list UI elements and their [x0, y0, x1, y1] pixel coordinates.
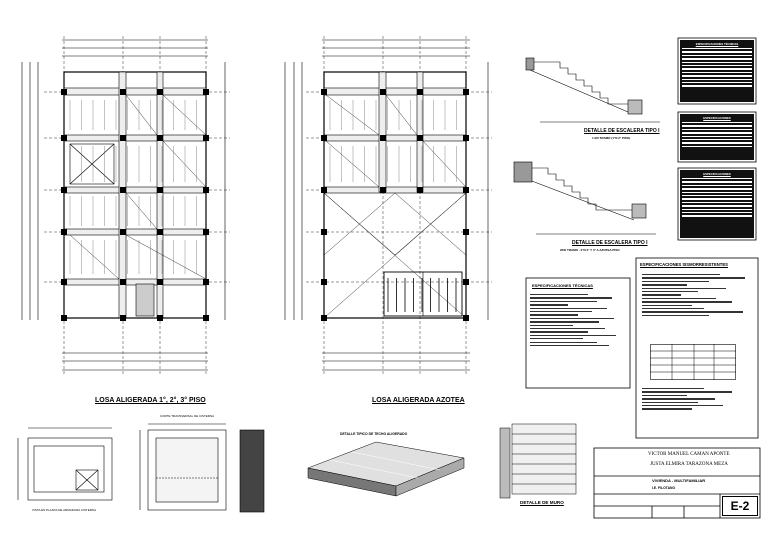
column — [120, 229, 126, 235]
column — [463, 89, 469, 95]
column — [380, 135, 386, 141]
cistern-section-label: CORTE TRANSVERSAL DE CISTERNA — [160, 414, 215, 418]
stair-detail-2-title: DETALLE DE ESCALERA TIPO I — [572, 240, 648, 246]
wall-detail — [499, 423, 577, 499]
column — [203, 187, 209, 193]
slab-floors-title: LOSA ALIGERADA 1°, 2°, 3° PISO — [95, 397, 206, 404]
column — [417, 89, 423, 95]
slab-plan-floors — [21, 36, 230, 374]
column — [321, 187, 327, 193]
spec-frames — [525, 37, 759, 439]
spec-right-lines — [642, 272, 754, 318]
spec-left-title: ESPECIFICACIONES TÉCNICAS — [532, 283, 593, 288]
column — [203, 135, 209, 141]
columns-group — [61, 89, 469, 321]
author-1: VICTOR MANUEL CAMAN APONTE — [648, 452, 730, 457]
column — [463, 279, 469, 285]
cistern-plan-label: VISTA EN PLANTA DE ARMADURA CISTERNA — [32, 508, 97, 512]
owner-name: I.E. FILOTANO — [652, 486, 676, 490]
column — [157, 229, 163, 235]
stair-details — [513, 57, 660, 235]
column — [120, 315, 126, 321]
column — [321, 89, 327, 95]
author-2: JUSTA ELMIRA TARAZONA MEZA — [650, 462, 728, 467]
column — [203, 89, 209, 95]
sheet-code: E-2 — [730, 499, 750, 513]
column — [203, 279, 209, 285]
roof-detail-label: DETALLE TIPICO DE TECHO ALIGERADO — [340, 432, 408, 436]
column — [203, 315, 209, 321]
column — [157, 187, 163, 193]
column — [120, 187, 126, 193]
spec-notes-2: ESPECIFICACIONES — [680, 114, 754, 160]
column — [157, 89, 163, 95]
column — [417, 135, 423, 141]
column — [463, 187, 469, 193]
column — [157, 315, 163, 321]
spec-left-lines — [530, 292, 626, 348]
column — [61, 315, 67, 321]
project-name: VIVIENDA - MULTIFAMILIAR — [652, 478, 706, 483]
column — [61, 279, 67, 285]
slab-plan-roof — [284, 36, 492, 374]
spec-notes-3-title: ESPECIFICACIONES — [703, 172, 731, 176]
column — [120, 279, 126, 285]
stair-detail-1-subtitle: 1 ER TRAMO (1°N 2° PISO) — [592, 136, 631, 140]
spec-notes-2-title: ESPECIFICACIONES — [703, 116, 731, 120]
column — [157, 135, 163, 141]
column — [203, 229, 209, 235]
column — [463, 229, 469, 235]
column — [321, 279, 327, 285]
column — [321, 315, 327, 321]
column — [417, 187, 423, 193]
column — [380, 89, 386, 95]
stair-detail-1-title: DETALLE DE ESCALERA TIPO I — [584, 128, 660, 134]
stair-detail-2-subtitle: 2DO TRAMO - 2°N 3° Y 3° A AZOTEA PISO — [560, 248, 620, 252]
column — [321, 229, 327, 235]
column — [61, 187, 67, 193]
title-block-frame — [593, 447, 761, 519]
slab-roof-title: LOSA ALIGERADA AZOTEA — [372, 397, 465, 404]
roof-slab-detail — [307, 441, 465, 497]
column — [321, 135, 327, 141]
column — [463, 315, 469, 321]
column — [61, 229, 67, 235]
cistern-section — [139, 423, 265, 513]
spec-notes-3: ESPECIFICACIONES — [680, 170, 754, 238]
spec-notes-1: ESPECIFICACIONES TÉCNICAS — [680, 40, 754, 102]
spec-right-title: ESPECIFICACIONES SISMORRESISTENTES — [640, 262, 728, 267]
cistern-plan — [17, 427, 113, 501]
sheet-code-box: E-2 — [722, 496, 758, 516]
spec-right-lines-2 — [642, 386, 754, 412]
spec-right-table — [650, 344, 736, 380]
column — [157, 279, 163, 285]
column — [120, 89, 126, 95]
column — [61, 135, 67, 141]
column — [61, 89, 67, 95]
column — [380, 187, 386, 193]
spec-notes-1-title: ESPECIFICACIONES TÉCNICAS — [695, 42, 739, 46]
wall-detail-label: DETALLE DE MURO — [520, 500, 564, 505]
column — [463, 135, 469, 141]
column — [120, 135, 126, 141]
